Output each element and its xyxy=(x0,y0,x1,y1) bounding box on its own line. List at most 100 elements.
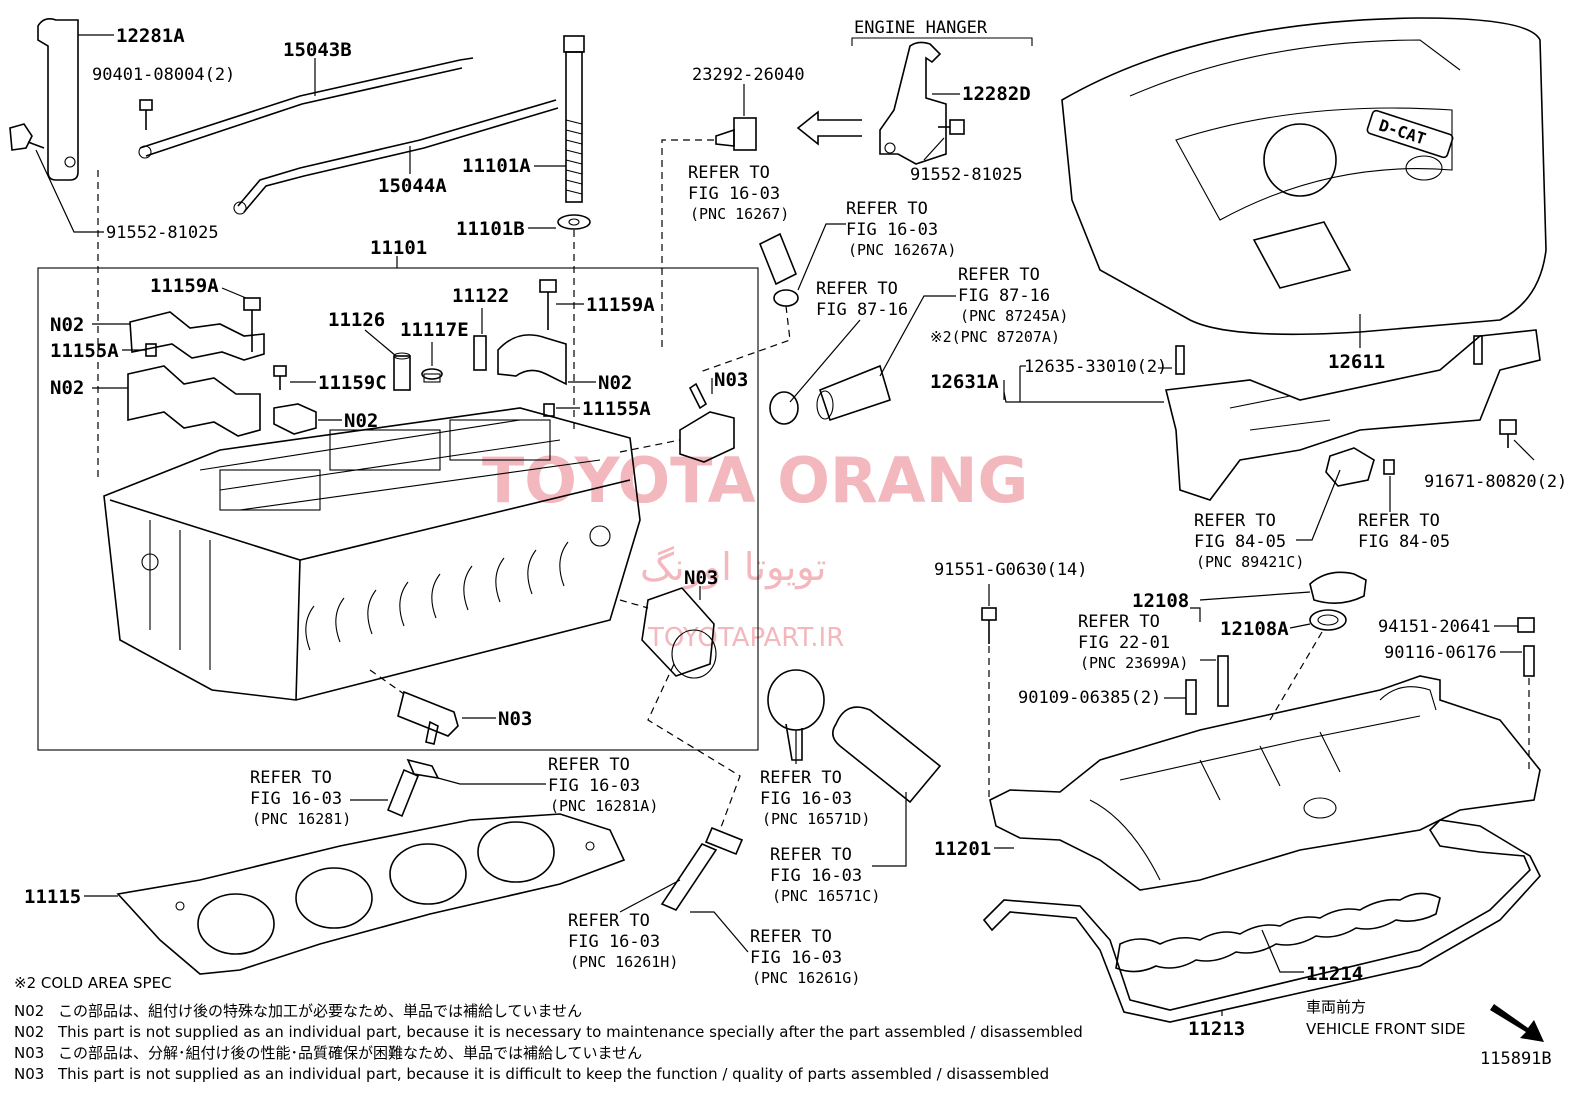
bolt-91552-81025-right[interactable] xyxy=(938,119,965,135)
label-90401-08004: 90401-08004(2) xyxy=(92,65,235,85)
pipe-16261H[interactable] xyxy=(660,826,744,911)
ref9-line2: FIG 16-03 xyxy=(548,776,640,796)
note-cold-area: ※2 COLD AREA SPEC xyxy=(14,974,172,992)
hose-16267[interactable] xyxy=(758,232,799,307)
bolt-91552-81025-left[interactable] xyxy=(9,123,45,151)
gasket-12108A[interactable] xyxy=(1309,609,1347,631)
oil-filler-cap-12108[interactable] xyxy=(1309,571,1367,604)
label-11117E: 11117E xyxy=(400,319,469,341)
bolt-11159A-right[interactable] xyxy=(539,279,557,330)
front-side-jp: 車両前方 xyxy=(1306,998,1366,1016)
cover-bracket-12631A[interactable] xyxy=(1165,329,1541,501)
ref5-line1: REFER TO xyxy=(1194,511,1276,531)
clip-16281A[interactable] xyxy=(406,758,440,780)
ref13-line2: FIG 16-03 xyxy=(750,948,842,968)
label-11159C: 11159C xyxy=(318,372,387,394)
label-12635-33010: 12635-33010(2) xyxy=(1024,357,1167,377)
label-n02-d: N02 xyxy=(598,372,632,394)
label-90116-06176: 90116-06176 xyxy=(1384,643,1497,663)
note-n03-code-jp: N03 xyxy=(14,1044,44,1062)
engine-hanger-header: ENGINE HANGER xyxy=(854,18,988,38)
bearing-cap-small[interactable] xyxy=(273,403,317,435)
ref10-line3: (PNC 16571D) xyxy=(762,810,870,828)
washer-11101B[interactable] xyxy=(557,214,591,230)
label-91551-G0630: 91551-G0630(14) xyxy=(934,560,1088,580)
label-11155A-right: 11155A xyxy=(582,398,651,420)
ref5-line3: (PNC 89421C) xyxy=(1196,553,1304,571)
label-12631A: 12631A xyxy=(930,371,999,393)
camshaft-bearing-cap-right[interactable] xyxy=(497,334,567,386)
ref13-line1: REFER TO xyxy=(750,927,832,947)
cam-plug-n03-right[interactable] xyxy=(641,587,717,679)
ref3-line1: REFER TO xyxy=(816,279,898,299)
head-bolt-11101A[interactable] xyxy=(563,35,585,203)
wire-harness-protector-15044A[interactable] xyxy=(233,99,559,215)
clamp-87-16[interactable] xyxy=(769,391,799,425)
note-n02-code-en: N02 xyxy=(14,1023,44,1041)
seal-11117E[interactable] xyxy=(421,368,443,383)
label-15043B: 15043B xyxy=(283,39,352,61)
label-91671-80820: 91671-80820(2) xyxy=(1424,472,1567,492)
engine-hanger-12282D[interactable] xyxy=(879,41,947,165)
bolt-91671-80820[interactable] xyxy=(1499,419,1517,448)
ref13-line3: (PNC 16261G) xyxy=(752,969,860,987)
ref9-line1: REFER TO xyxy=(548,755,630,775)
bolt-90109-06385[interactable] xyxy=(1185,679,1197,715)
stud-23292-26040[interactable] xyxy=(715,117,757,151)
ref7-line2: FIG 22-01 xyxy=(1078,633,1170,653)
camshaft-bearing-cap-lower[interactable] xyxy=(127,365,261,437)
ref6-line2: FIG 84-05 xyxy=(1358,532,1450,552)
bolt-91551-G0630[interactable] xyxy=(981,607,997,644)
camshaft-bearing-cap-upper[interactable] xyxy=(129,311,265,361)
bolt-11159C[interactable] xyxy=(273,365,287,390)
note-n02-en: This part is not supplied as an individu… xyxy=(57,1023,1083,1041)
label-11101: 11101 xyxy=(370,237,427,259)
bolt-90401-08004[interactable] xyxy=(139,99,153,130)
valve-cover-11201[interactable] xyxy=(989,675,1541,891)
water-outlet-n03-upper[interactable] xyxy=(679,382,735,463)
wire-harness-protector-15043B[interactable] xyxy=(138,57,474,159)
label-90109-06385: 90109-06385(2) xyxy=(1018,688,1161,708)
nut-94151-20641[interactable] xyxy=(1517,617,1535,633)
label-11213: 11213 xyxy=(1188,1018,1245,1040)
stud-23699A[interactable] xyxy=(1217,655,1229,707)
spark-plug-tube-gasket-11214[interactable] xyxy=(1115,892,1441,973)
oil-pipe-n03-lower[interactable] xyxy=(397,690,459,745)
label-12281A: 12281A xyxy=(116,25,185,47)
pin-11155A-left[interactable] xyxy=(145,343,157,357)
valve-cover-gasket-11213[interactable] xyxy=(982,819,1541,1023)
label-n03-a: N03 xyxy=(714,369,748,391)
label-91552-81025-left: 91552-81025 xyxy=(106,223,219,243)
engine-cover-12611[interactable]: D-CAT xyxy=(1061,17,1547,336)
watermark-text: TOYOTA ORANG xyxy=(482,444,1028,517)
pipe-11122[interactable] xyxy=(473,335,487,371)
cylinder-head-gasket-11115[interactable] xyxy=(116,813,626,975)
cylinder-head-assembly-frame xyxy=(37,267,759,751)
stud-90116-06176[interactable] xyxy=(1523,645,1535,677)
label-11214: 11214 xyxy=(1306,963,1363,985)
label-11201: 11201 xyxy=(934,838,991,860)
label-n02-b: N02 xyxy=(50,377,84,399)
hose-87245A[interactable] xyxy=(816,364,891,422)
ref10-line2: FIG 16-03 xyxy=(760,789,852,809)
sensor-bracket-89421C[interactable] xyxy=(1325,447,1395,487)
plug-11126[interactable] xyxy=(393,352,411,391)
label-12611: 12611 xyxy=(1328,351,1385,373)
front-side-en: VEHICLE FRONT SIDE xyxy=(1306,1020,1466,1038)
watermark-persian-text: تویوتا اورنگ xyxy=(640,545,827,590)
cylinder-head-11101[interactable] xyxy=(103,407,641,701)
hose-16571C[interactable] xyxy=(832,706,942,804)
label-11122: 11122 xyxy=(452,285,509,307)
note-n03-jp: この部品は、分解･組付け後の性能･品質確保が困難なため、単品では補給していません xyxy=(58,1044,642,1062)
engine-hook-12281A[interactable] xyxy=(37,18,79,181)
ref9-line3: (PNC 16281A) xyxy=(550,797,658,815)
stud-12635-33010[interactable] xyxy=(1175,335,1483,375)
label-11159A-right: 11159A xyxy=(586,294,655,316)
label-11155A-left: 11155A xyxy=(50,340,119,362)
ref5-line2: FIG 84-05 xyxy=(1194,532,1286,552)
ref2-line3: (PNC 16267A) xyxy=(848,241,956,259)
bolt-11159A-left[interactable] xyxy=(243,297,261,352)
hose-16281[interactable] xyxy=(386,768,420,818)
ref12-line2: FIG 16-03 xyxy=(568,932,660,952)
ref10-line1: REFER TO xyxy=(760,768,842,788)
